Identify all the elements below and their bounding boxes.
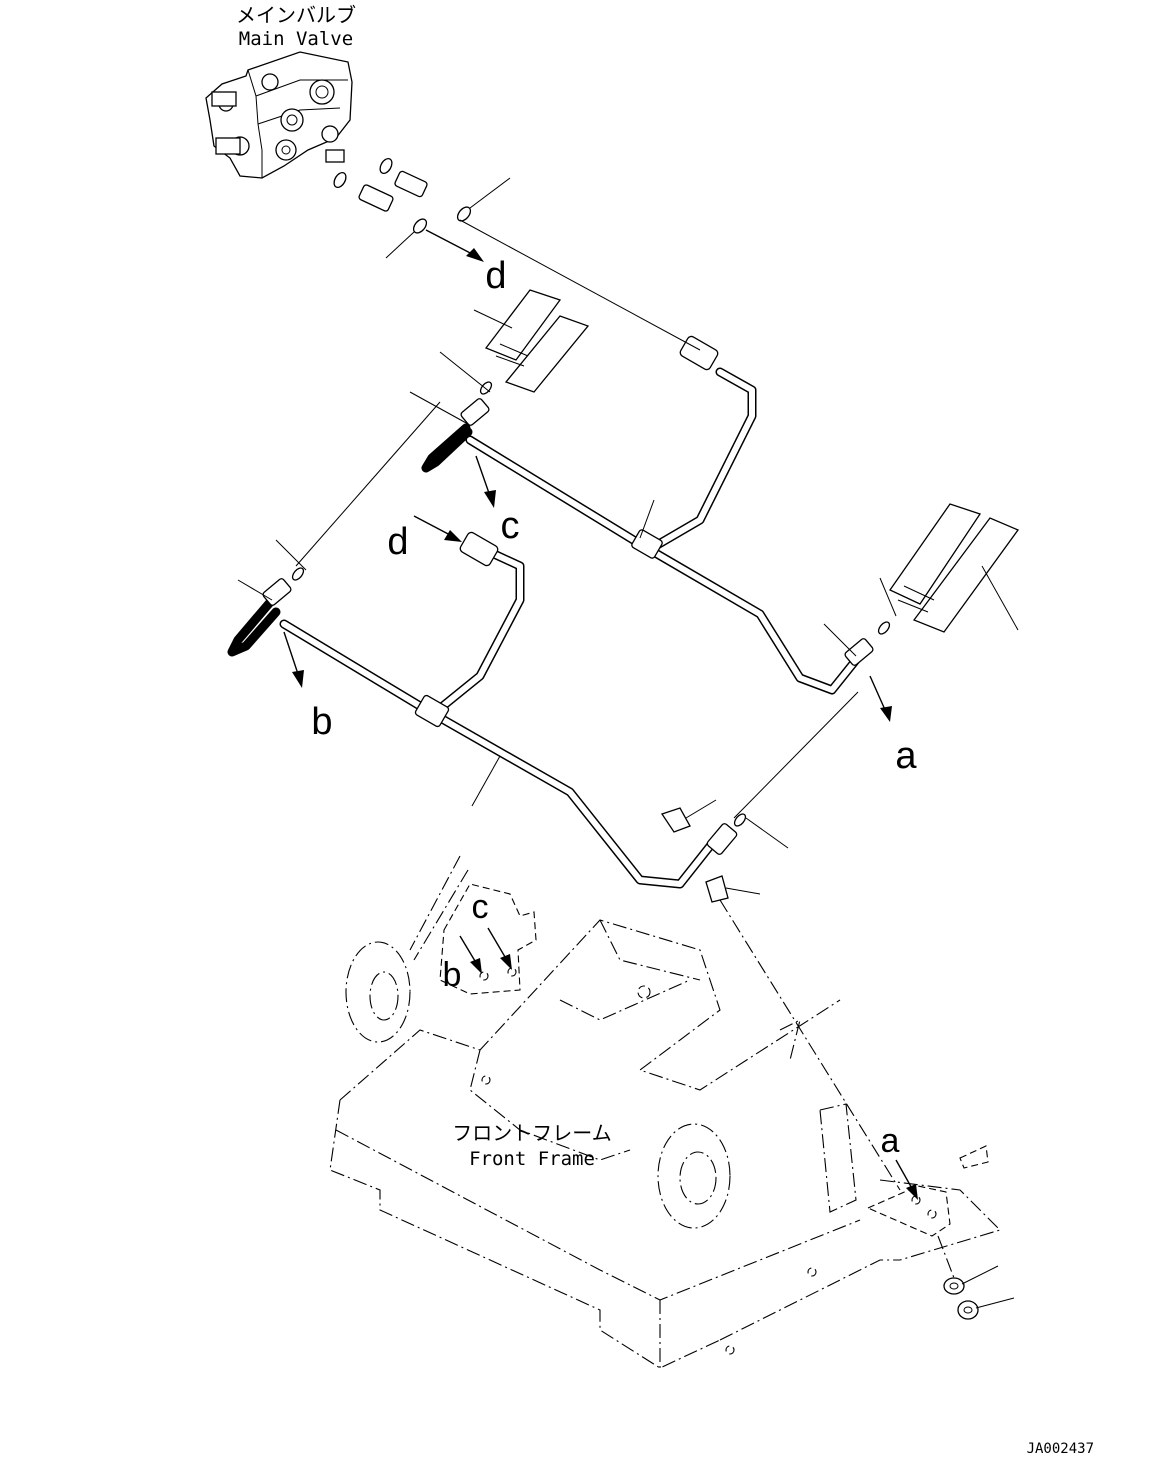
ref-b-left: b (311, 701, 332, 743)
main-valve (205, 51, 353, 179)
pipe-upper (421, 335, 891, 695)
ref-c-frame: c (472, 888, 489, 926)
ref-b-frame: b (443, 956, 462, 994)
clamps (660, 807, 729, 903)
ref-c-mid: c (501, 505, 520, 547)
ref-d-mid: d (387, 521, 408, 563)
hose-right (889, 503, 1020, 633)
hose-upper-left (484, 289, 590, 393)
front-frame-label-jp: フロントフレーム (452, 1121, 611, 1145)
ref-d-top: d (485, 255, 506, 297)
main-valve-label-en: Main Valve (239, 28, 353, 50)
pipe-lower (227, 531, 747, 889)
ref-a-frame: a (881, 1122, 900, 1160)
front-frame-label-en: Front Frame (469, 1148, 595, 1170)
front-frame (329, 855, 1002, 1369)
main-valve-label-jp: メインバルブ (236, 3, 356, 27)
drawing-id: JA002437 (1027, 1441, 1094, 1457)
washer-nut (943, 1277, 979, 1320)
valve-fittings (333, 157, 472, 234)
ref-a-right: a (895, 735, 917, 777)
